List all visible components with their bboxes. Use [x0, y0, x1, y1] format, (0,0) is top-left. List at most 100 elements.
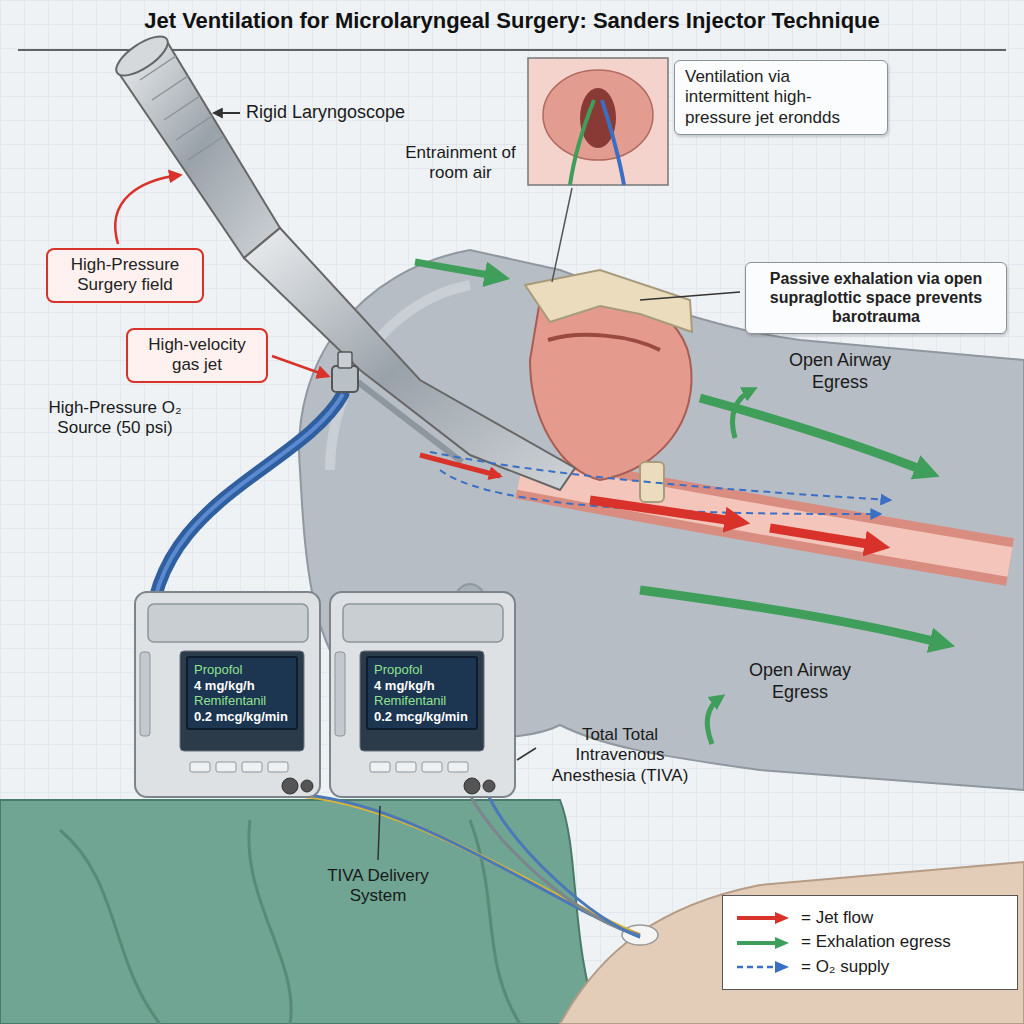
infusion-pump: [330, 592, 515, 797]
legend-arrowhead: [775, 912, 789, 924]
screen-reading: 0.2 mcg/kg/min: [194, 709, 290, 725]
annotation-label: Entrainment of room air: [398, 143, 523, 184]
leader-line: [378, 806, 380, 860]
node-text: High-Pressure Surgery field: [56, 255, 194, 296]
infusion-pump-part: [190, 762, 210, 772]
drape-folds: [60, 820, 520, 1024]
annotation-label: TIVA Delivery System: [318, 866, 438, 907]
legend-line: [737, 966, 777, 969]
legend-row: = O₂ supply: [735, 957, 1005, 977]
callout-box: Ventilation via intermittent high-pressu…: [674, 60, 888, 135]
trachea-lumen: [520, 475, 1010, 562]
annotation-label: Open Airway Egress: [730, 660, 870, 703]
annotation-label: Total Total Intravenous Anesthesia (TIVA…: [540, 725, 700, 786]
legend-box: = Jet flow = Exhalation egress = O₂ supply: [722, 895, 1018, 990]
infusion-pump-part: [330, 592, 515, 797]
surgical-drape: [0, 800, 600, 1024]
screen-reading: 4 mg/kg/h: [194, 678, 290, 694]
iv-tubing: [470, 795, 640, 935]
infusion-pump-part: [301, 780, 313, 792]
laryngoscope-handle: [118, 40, 280, 258]
inset-tube: [570, 100, 594, 185]
mucosa-line: [548, 335, 660, 350]
inset-tube: [602, 100, 624, 185]
legend-sample: [735, 935, 791, 951]
infusion-pump-part: [335, 652, 345, 736]
infusion-pump-part: [448, 762, 468, 772]
infusion-pump-part: [360, 651, 484, 751]
infusion-pump-part: [216, 762, 236, 772]
infusion-pump-part: [148, 604, 308, 642]
screen-reading: Remifentanil: [194, 693, 290, 709]
larynx-view: [543, 70, 653, 160]
diagram-title: Jet Ventilation for Microlaryngeal Surge…: [0, 8, 1024, 34]
screen-reading: 0.2 mcg/kg/min: [374, 709, 470, 725]
entrainment-arrow: [415, 262, 500, 277]
infusion-pump-part: [343, 604, 503, 642]
node-text: Passive exhalation via open supraglottic…: [756, 269, 996, 327]
handle-knurling: [140, 56, 224, 160]
screen-reading: 4 mg/kg/h: [374, 678, 470, 694]
larynx-inset: [528, 58, 668, 185]
leader-arrow: [214, 112, 240, 114]
annotation-label: High-Pressure O₂ Source (50 psi): [30, 398, 200, 439]
patient-silhouette: [299, 250, 1024, 790]
infusion-pump-part: [180, 651, 304, 751]
callout-box: High-velocity gas jet: [126, 328, 268, 383]
annotation-label: Open Airway Egress: [770, 350, 910, 393]
iv-tubing: [305, 795, 640, 937]
legend-line: [737, 916, 777, 920]
legend-line: [737, 941, 777, 945]
infusion-pump-part: [140, 652, 150, 736]
jet-flow-arrow: [770, 528, 880, 546]
leader-arrow: [115, 175, 180, 244]
handle-cap: [110, 29, 173, 82]
node-text: High-velocity gas jet: [136, 335, 258, 376]
pump-screen: Propofol4 mg/kg/hRemifentanil0.2 mcg/kg/…: [366, 656, 478, 730]
legend-text: = O₂ supply: [801, 957, 889, 977]
egress-arrow: [640, 590, 945, 644]
legend-sample: [735, 910, 791, 926]
iv-tubing: [488, 795, 640, 937]
infusion-pump-part: [483, 780, 495, 792]
infusion-pump-part: [282, 778, 298, 794]
egress-curl: [732, 390, 752, 438]
leader-line: [552, 188, 572, 282]
infusion-pump: [135, 592, 320, 797]
legend-arrowhead: [775, 961, 789, 973]
legend-row: = Jet flow: [735, 908, 1005, 928]
oxygen-flow: [430, 452, 890, 500]
screen-reading: Propofol: [194, 662, 290, 678]
screen-reading: Propofol: [374, 662, 470, 678]
annotation-label: Rigid Laryngoscope: [246, 102, 446, 124]
legend-text: = Exhalation egress: [801, 932, 951, 952]
patient-arm: [560, 862, 1024, 1024]
infusion-pump-part: [135, 592, 320, 797]
egress-curl: [707, 698, 720, 744]
infusion-pump-part: [464, 778, 480, 794]
screen-reading: Remifentanil: [374, 693, 470, 709]
pump-screen: Propofol4 mg/kg/hRemifentanil0.2 mcg/kg/…: [186, 656, 298, 730]
injector-fitting: [332, 366, 358, 392]
trachea-wall: [520, 475, 1010, 562]
infusion-pump-part: [370, 762, 390, 772]
callout-box: High-Pressure Surgery field: [46, 248, 204, 303]
node-text: Ventilation via intermittent high-pressu…: [685, 67, 877, 128]
jet-flow-arrow: [590, 500, 740, 522]
infusion-pump-part: [422, 762, 442, 772]
leader-line: [517, 748, 536, 760]
legend-arrowhead: [775, 937, 789, 949]
injector-valve: [338, 352, 352, 368]
cartilage: [525, 270, 692, 332]
injector-needle: [358, 382, 462, 462]
legend-sample: [735, 959, 791, 975]
legend-row: = Exhalation egress: [735, 932, 1005, 952]
infusion-pump-part: [268, 762, 288, 772]
infusion-pump-part: [396, 762, 416, 772]
infusion-pump-part: [242, 762, 262, 772]
legend-text: = Jet flow: [801, 908, 873, 928]
leader-arrow: [272, 356, 328, 376]
